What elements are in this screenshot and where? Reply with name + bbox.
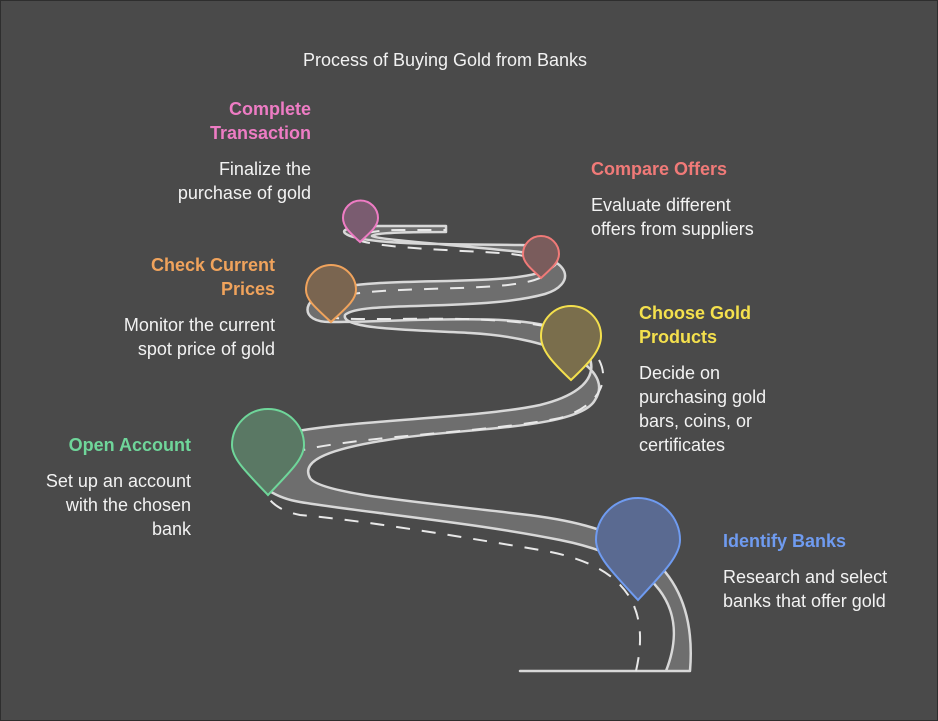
title-line: Complete xyxy=(228,99,311,119)
step-description: Evaluate different offers from suppliers xyxy=(591,193,821,241)
desc-line: Research and select xyxy=(723,567,888,587)
step-title: Choose Gold Products xyxy=(639,301,839,349)
desc-line: Decide on xyxy=(639,363,721,383)
desc-line: Set up an account xyxy=(45,471,191,491)
step-complete-transaction: Complete Transaction Finalize the purcha… xyxy=(120,97,311,205)
step-title: Compare Offers xyxy=(591,159,728,179)
desc-line: with the chosen xyxy=(65,495,191,515)
desc-line: Finalize the xyxy=(218,159,311,179)
desc-line: banks that offer gold xyxy=(723,591,886,611)
step-compare-offers: Compare Offers Evaluate different offers… xyxy=(591,157,821,241)
title-line: Transaction xyxy=(209,123,311,143)
step-choose-gold-products: Choose Gold Products Decide on purchasin… xyxy=(639,301,839,457)
step-description: Set up an account with the chosen bank xyxy=(20,469,191,541)
desc-line: Evaluate different xyxy=(591,195,731,215)
desc-line: offers from suppliers xyxy=(591,219,754,239)
step-check-current-prices: Check Current Prices Monitor the current… xyxy=(60,253,275,361)
desc-line: bars, coins, or xyxy=(639,411,753,431)
pin-open-account xyxy=(230,408,306,497)
title-line: Products xyxy=(639,327,718,347)
step-title: Complete Transaction xyxy=(120,97,311,145)
step-description: Monitor the current spot price of gold xyxy=(60,313,275,361)
step-identify-banks: Identify Banks Research and select banks… xyxy=(723,529,933,613)
step-description: Finalize the purchase of gold xyxy=(120,157,311,205)
pin-compare-offers xyxy=(521,235,561,280)
step-title: Check Current Prices xyxy=(60,253,275,301)
pin-choose-gold-products xyxy=(539,305,603,382)
title-line: Choose Gold xyxy=(639,303,751,323)
desc-line: certificates xyxy=(639,435,726,455)
pin-identify-banks xyxy=(594,497,682,602)
step-description: Decide on purchasing gold bars, coins, o… xyxy=(639,361,839,457)
desc-line: Monitor the current xyxy=(123,315,275,335)
diagram-title: Process of Buying Gold from Banks xyxy=(302,50,588,70)
desc-line: bank xyxy=(151,519,191,539)
pin-complete-transaction xyxy=(341,199,380,244)
desc-line: purchasing gold xyxy=(639,387,767,407)
title-line: Check Current xyxy=(150,255,275,275)
desc-line: spot price of gold xyxy=(137,339,275,359)
step-title: Identify Banks xyxy=(723,531,847,551)
step-title: Open Account xyxy=(68,435,191,455)
step-description: Research and select banks that offer gol… xyxy=(723,565,933,613)
step-open-account: Open Account Set up an account with the … xyxy=(20,433,191,541)
title-line: Prices xyxy=(220,279,275,299)
desc-line: purchase of gold xyxy=(177,183,311,203)
pin-check-current-prices xyxy=(304,264,358,324)
